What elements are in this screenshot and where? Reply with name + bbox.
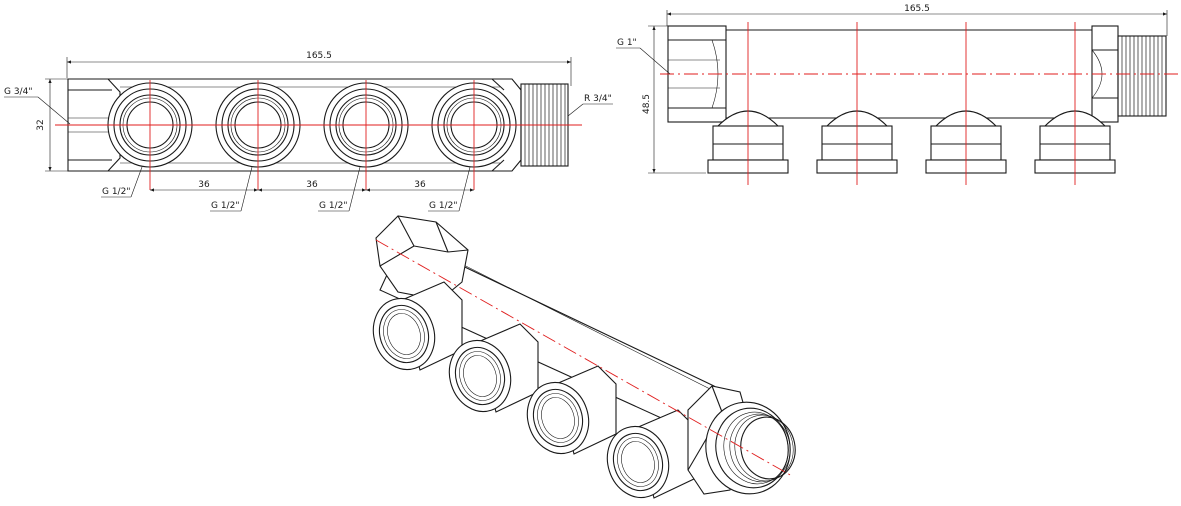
side-port-3 (925, 22, 1007, 185)
iso-port-2 (448, 323, 539, 413)
iso-male-thread (705, 401, 796, 495)
front-port-thread-label-2: G 1/2" (211, 201, 239, 211)
front-port-2 (215, 80, 301, 190)
iso-port-4 (606, 409, 697, 499)
front-inlet-thread-label: G 3/4" (4, 87, 32, 97)
iso-port-1 (372, 281, 463, 371)
iso-port-3 (526, 365, 617, 455)
side-port-1 (707, 22, 789, 185)
front-spacing-label-3: 36 (414, 180, 426, 190)
front-port-3 (323, 80, 409, 190)
side-end-thread-label: G 1" (617, 38, 637, 48)
front-port-thread-label-1: G 1/2" (102, 187, 130, 197)
front-outlet-thread-label: R 3/4" (584, 94, 612, 104)
front-port-thread-label-3: G 1/2" (319, 201, 347, 211)
side-male-thread-hatching (1121, 36, 1163, 116)
front-overall-length-label: 165.5 (306, 51, 332, 61)
side-height-label: 48.5 (642, 94, 652, 114)
side-port-2 (816, 22, 898, 185)
side-view: 165.5 48.5 (616, 4, 1178, 185)
isometric-view (372, 215, 796, 499)
front-view: 165.5 32 (4, 51, 613, 212)
side-port-4 (1034, 22, 1116, 185)
front-spacing-label-1: 36 (198, 180, 210, 190)
front-height-label: 32 (36, 119, 46, 130)
front-port-1 (107, 80, 193, 190)
front-port-4 (431, 80, 517, 190)
front-spacing-label-2: 36 (306, 180, 318, 190)
side-overall-length-label: 165.5 (904, 4, 930, 14)
front-port-thread-label-4: G 1/2" (429, 201, 457, 211)
